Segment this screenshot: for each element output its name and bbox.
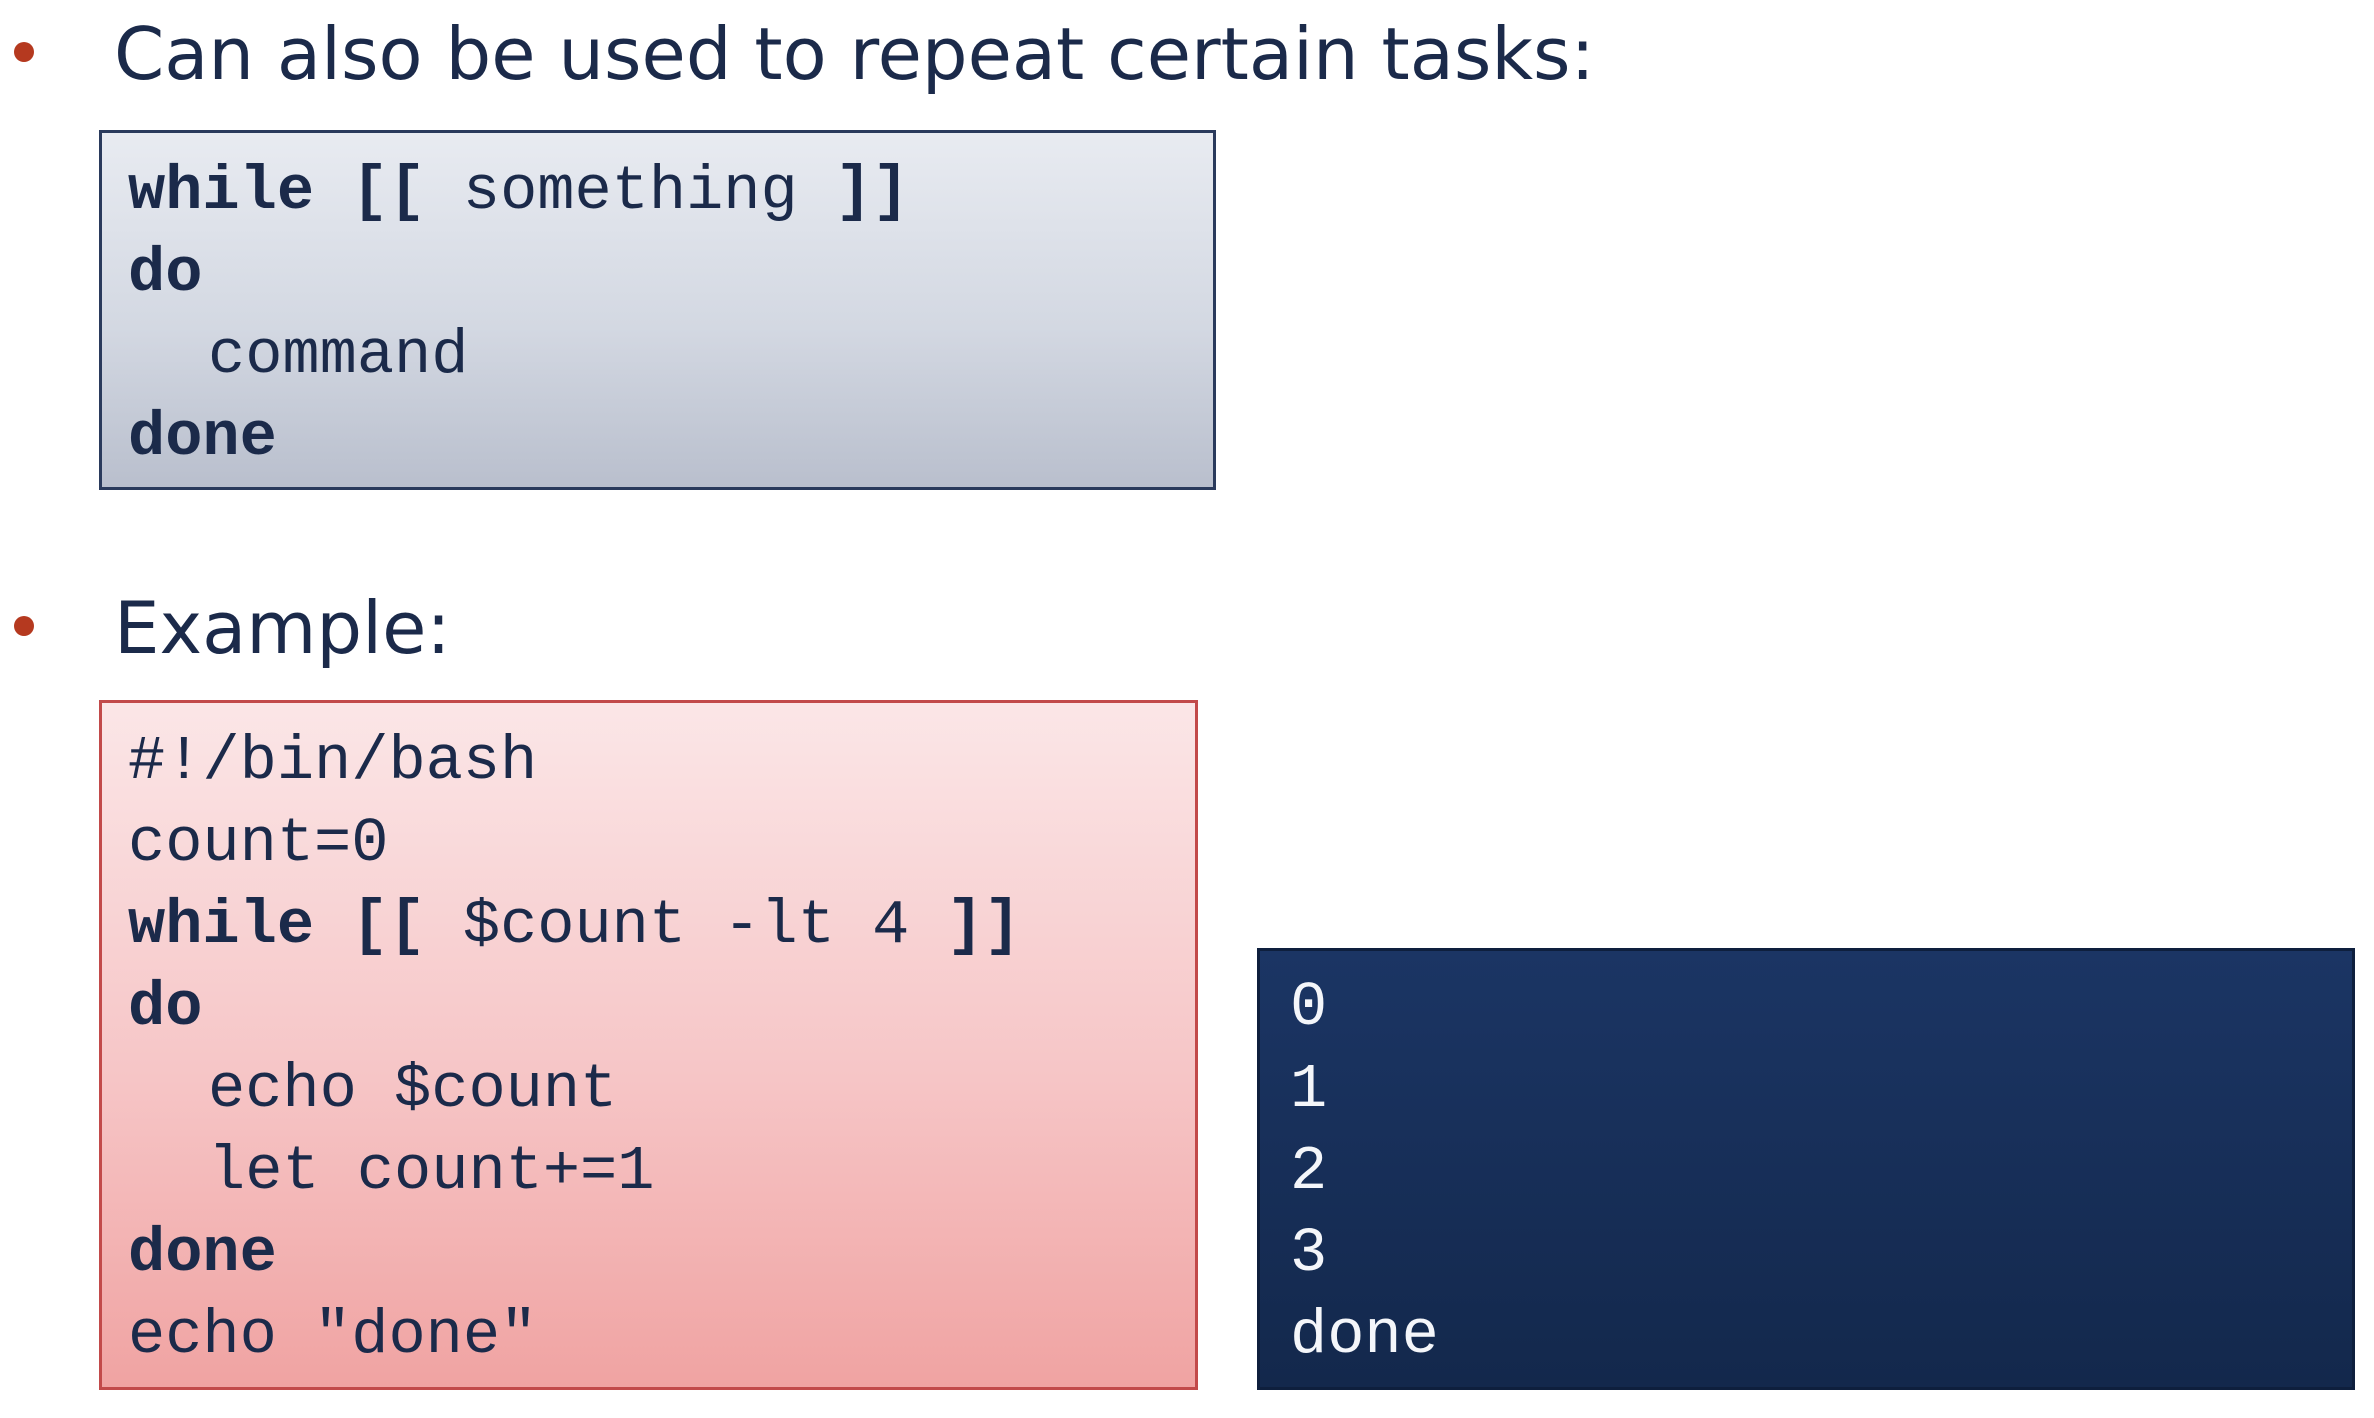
code-text: command — [208, 320, 469, 391]
keyword: while [[ — [128, 156, 426, 227]
keyword: done — [128, 402, 277, 473]
code-line: let count+=1 — [128, 1131, 1195, 1213]
output-line: done — [1290, 1300, 1439, 1371]
code-text: let count+=1 — [208, 1136, 655, 1207]
code-line: command — [128, 315, 1213, 397]
code-line: echo "done" — [128, 1295, 1195, 1377]
code-text: #!/bin/bash — [128, 726, 538, 797]
code-line: do — [128, 967, 1195, 1049]
keyword: do — [128, 238, 203, 309]
keyword: done — [128, 1218, 277, 1289]
syntax-code-block: while [[ something ]] do command done — [99, 130, 1216, 490]
output-line: 0 — [1290, 972, 1328, 1043]
output-line: 1 — [1290, 1054, 1328, 1125]
bullet-dot — [14, 616, 34, 636]
code-line: count=0 — [128, 803, 1195, 885]
code-line: do — [128, 233, 1213, 315]
code-text: count=0 — [128, 808, 389, 879]
code-text: $count -lt 4 — [425, 890, 947, 961]
keyword: while [[ — [128, 890, 426, 961]
bullet-text-intro: Can also be used to repeat certain tasks… — [114, 12, 1595, 96]
code-text: echo "done" — [128, 1300, 538, 1371]
code-text: something — [425, 156, 835, 227]
code-line: done — [128, 1213, 1195, 1295]
bullet-dot — [14, 42, 34, 62]
bullet-text-example: Example: — [114, 586, 451, 670]
code-text: echo $count — [208, 1054, 618, 1125]
keyword: ]] — [834, 156, 910, 227]
output-line: 2 — [1290, 1136, 1328, 1207]
code-line: echo $count — [128, 1049, 1195, 1131]
keyword: do — [128, 972, 203, 1043]
code-line: while [[ $count -lt 4 ]] — [128, 885, 1195, 967]
code-line: done — [128, 397, 1213, 479]
code-line: #!/bin/bash — [128, 721, 1195, 803]
code-line: while [[ something ]] — [128, 151, 1213, 233]
example-code-block: #!/bin/bash count=0 while [[ $count -lt … — [99, 700, 1198, 1390]
keyword: ]] — [946, 890, 1021, 961]
output-block: 0 1 2 3 done — [1257, 948, 2355, 1390]
output-line: 3 — [1290, 1218, 1328, 1289]
